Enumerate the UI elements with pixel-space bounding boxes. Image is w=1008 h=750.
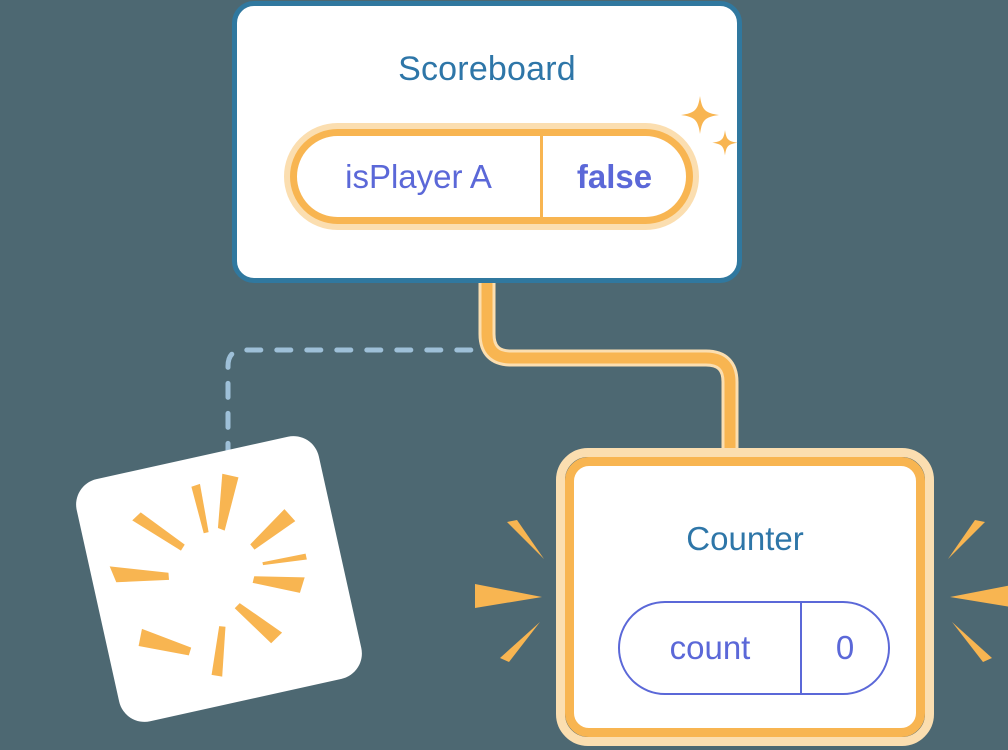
tilted-card-burst <box>109 473 307 677</box>
burst-ray-icon <box>507 520 544 559</box>
burst-ray-icon <box>262 553 307 566</box>
burst-ray-icon <box>191 483 209 534</box>
burst-ray-icon <box>500 622 540 662</box>
burst-ray-icon <box>948 520 985 559</box>
sparkle-star-small-icon <box>712 130 738 156</box>
counter-title: Counter <box>686 520 804 557</box>
burst-ray-icon <box>132 512 185 551</box>
scoreboard-state-key: isPlayer A <box>297 136 543 217</box>
scoreboard-state-value: false <box>576 157 653 195</box>
scoreboard-state-pill[interactable]: isPlayer A false <box>284 123 699 230</box>
sparkle-group <box>681 96 738 156</box>
burst-ray-icon <box>250 509 296 550</box>
scoreboard-title: Scoreboard <box>398 50 576 88</box>
tilted-blank-card[interactable] <box>71 431 367 727</box>
sparkle-star-large-icon <box>681 96 719 134</box>
counter-burst-right <box>948 520 1008 662</box>
pipe-connector-halo <box>478 276 739 470</box>
burst-ray-icon <box>475 584 542 608</box>
counter-card[interactable]: Counter count 0 <box>556 448 934 746</box>
burst-ray-icon <box>950 585 1008 607</box>
counter-state-value: 0 <box>835 629 855 666</box>
burst-ray-icon <box>252 576 305 593</box>
burst-ray-icon <box>234 603 283 644</box>
burst-ray-icon <box>952 622 992 662</box>
counter-burst-left <box>475 520 544 662</box>
scoreboard-card[interactable]: Scoreboard isPlayer A false <box>232 1 742 283</box>
scoreboard-pill-body: isPlayer A false <box>290 129 693 224</box>
counter-state-key: count <box>620 603 802 693</box>
pipe-connector-path <box>481 276 736 470</box>
burst-ray-icon <box>211 626 226 677</box>
burst-ray-icon <box>109 566 169 583</box>
counter-card-inner: Counter count 0 <box>565 457 925 737</box>
counter-state-pill[interactable]: count 0 <box>618 601 890 695</box>
burst-ray-icon <box>217 473 239 531</box>
scoreboard-pill-halo <box>284 123 699 230</box>
burst-ray-icon <box>138 628 192 656</box>
